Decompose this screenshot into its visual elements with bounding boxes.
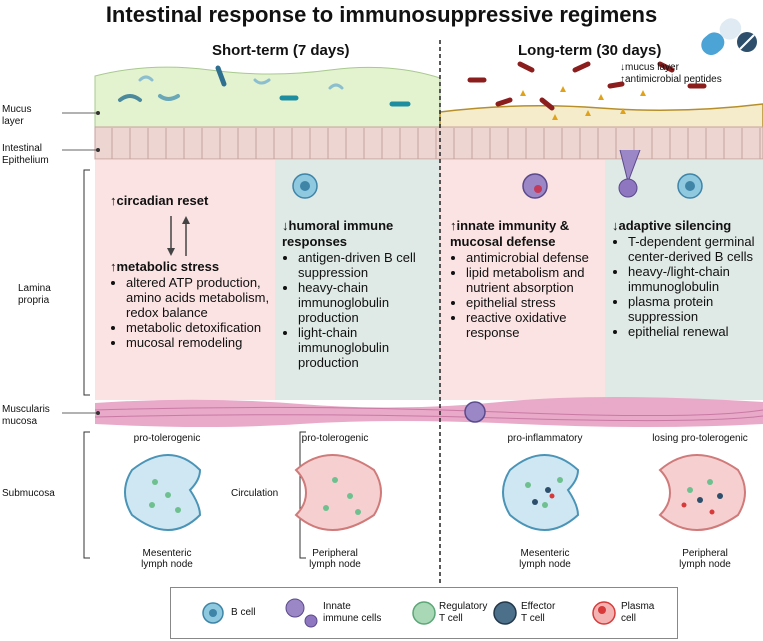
list-item: metabolic detoxification — [126, 320, 275, 335]
long-term-title: Long-term (30 days) — [518, 42, 662, 59]
humoral-heading: ↓humoral immune responses — [282, 218, 394, 249]
list-item: mucosal remodeling — [126, 335, 275, 350]
list-item: antigen-driven B cell suppression — [298, 250, 440, 280]
node3-top-label: pro-inflammatory — [507, 433, 583, 444]
panel-long-term-innate: ↑innate immunity & mucosal defense antim… — [450, 218, 605, 340]
list-item: reactive oxidative response — [466, 310, 605, 340]
note-amp: ↑antimicrobial peptides — [620, 74, 722, 85]
short-term-title: Short-term (7 days) — [212, 42, 350, 59]
list-item: epithelial stress — [466, 295, 605, 310]
list-item: heavy-chain immunoglobulin production — [298, 280, 440, 325]
submucosa-label: Submucosa — [2, 488, 55, 499]
list-item: lipid metabolism and nutrient absorption — [466, 265, 605, 295]
circadian-heading: ↑circadian reset — [110, 193, 209, 208]
circulation-label: Circulation — [231, 488, 279, 499]
list-item: altered ATP production, amino acids meta… — [126, 275, 275, 320]
note-mucus: ↓mucus layer — [620, 62, 679, 73]
list-item: light-chain immunoglobulin production — [298, 325, 440, 370]
metabolic-list: altered ATP production, amino acids meta… — [110, 275, 275, 350]
figure-title: Intestinal response to immunosuppressive… — [105, 2, 658, 27]
list-item: T-dependent germinal center-derived B ce… — [628, 234, 762, 264]
innate-heading: ↑innate immunity & mucosal defense — [450, 218, 570, 249]
innate-list: antimicrobial defense lipid metabolism a… — [450, 250, 605, 340]
node2-top-label: pro-tolerogenic — [301, 433, 369, 444]
adaptive-list: T-dependent germinal center-derived B ce… — [612, 234, 762, 339]
panel-long-term-adaptive: ↓adaptive silencing T-dependent germinal… — [612, 218, 762, 339]
metabolic-heading: ↑metabolic stress — [110, 259, 220, 274]
list-item: antimicrobial defense — [466, 250, 605, 265]
list-item: heavy-/light-chain immunoglobulin — [628, 264, 762, 294]
panel-short-term-metabolic: ↑circadian reset ↑metabolic stress alter… — [110, 193, 275, 350]
list-item: epithelial renewal — [628, 324, 762, 339]
humoral-list: antigen-driven B cell suppression heavy-… — [282, 250, 440, 370]
legend-b-cell: B cell — [231, 607, 256, 618]
node4-top-label: losing pro-tolerogenic — [652, 433, 748, 444]
node1-top-label: pro-tolerogenic — [133, 433, 201, 444]
adaptive-heading: ↓adaptive silencing — [612, 218, 732, 233]
panel-short-term-humoral: ↓humoral immune responses antigen-driven… — [282, 218, 440, 370]
list-item: plasma protein suppression — [628, 294, 762, 324]
